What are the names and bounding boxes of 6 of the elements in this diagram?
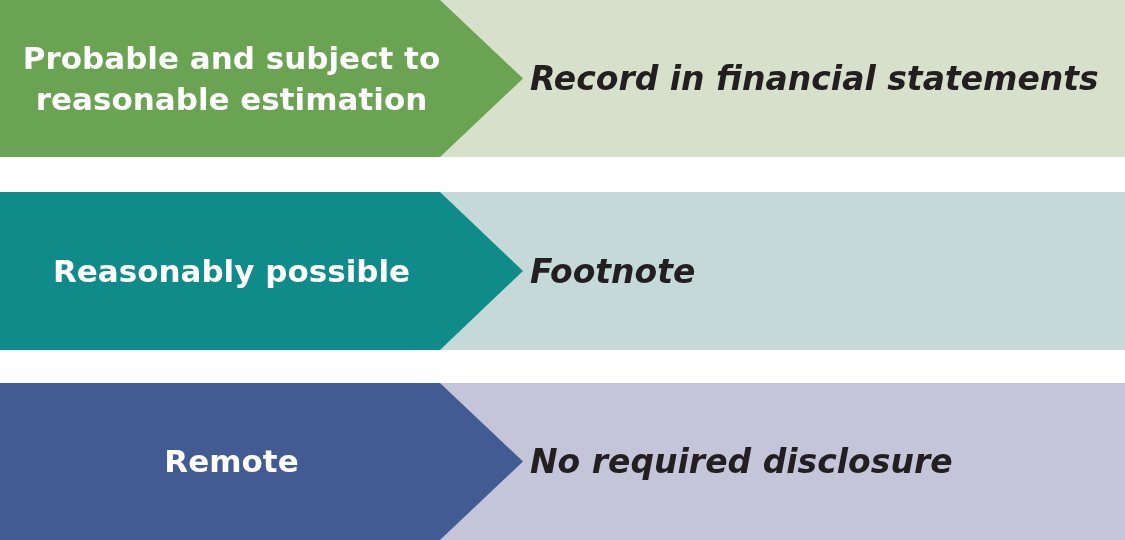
category-tab: Remote — [0, 383, 523, 540]
category-tab: Probable and subject to reasonable estimation — [0, 0, 523, 157]
result-band: Record in financial statements — [440, 0, 1125, 157]
category-tab: Reasonably possible — [0, 192, 523, 350]
result-band: Footnote — [440, 192, 1125, 350]
result-band: No required disclosure — [440, 383, 1125, 540]
